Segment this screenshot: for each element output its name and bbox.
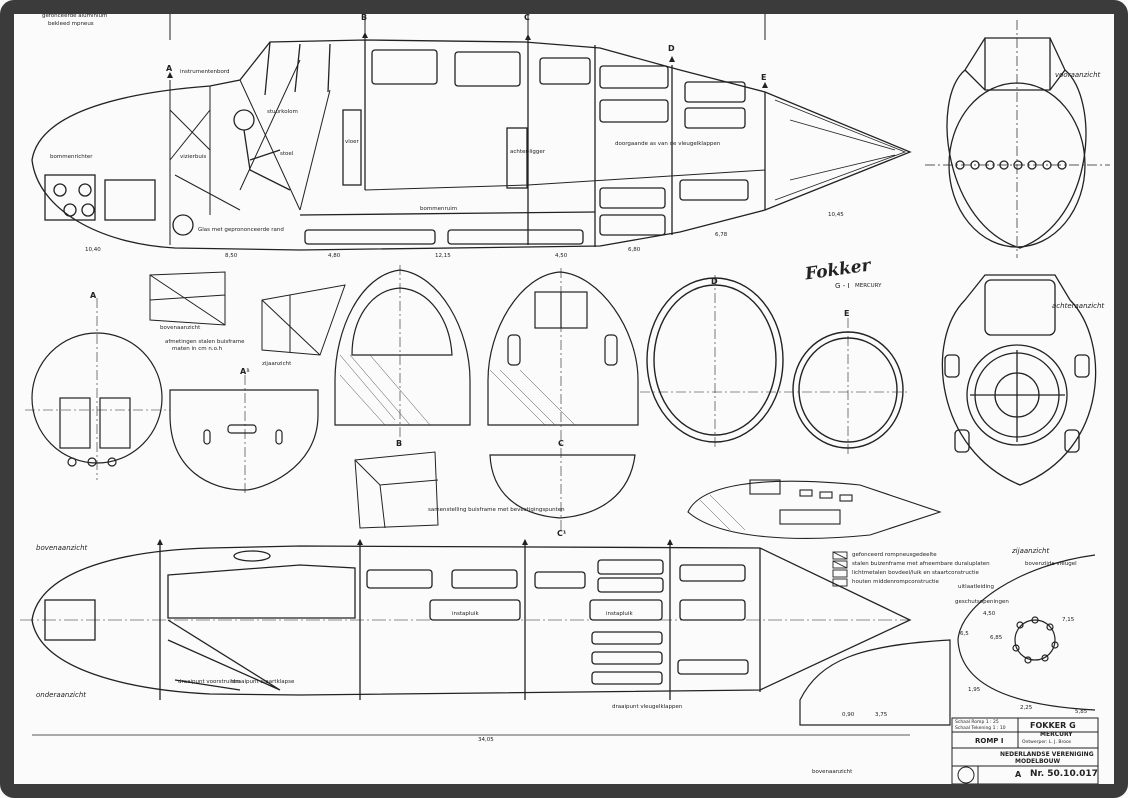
label-bovenaanzicht-small: bovenaanzicht <box>812 769 853 775</box>
dim-3: 4,80 <box>328 253 341 259</box>
label-achteraanzicht: achteraanzicht <box>1052 302 1105 310</box>
fokker-model: G - I <box>835 282 850 290</box>
note-bommenruim: bommenruim <box>420 206 458 212</box>
header-section-wood: houten semi monocoque constr <box>552 2 661 10</box>
dim-4: 12,15 <box>435 253 451 259</box>
station-a: A <box>166 64 173 73</box>
dim-6: 6,80 <box>628 247 641 253</box>
detail-dim-2: 4,50 <box>983 611 996 617</box>
section-a1-label: A¹ <box>240 367 250 376</box>
note-draaipunt-1: draaipunt voorstruiten <box>178 679 240 685</box>
station-b: B <box>361 13 368 22</box>
frame-c-section <box>487 268 639 530</box>
label-onderaanzicht: onderaanzicht <box>36 691 87 699</box>
note-glas: Glas met geprononceerde rand <box>198 227 284 233</box>
fokker-engine: MERCURY <box>855 283 882 289</box>
note-vloer: vloer <box>345 139 359 145</box>
plan-view-fuselage <box>20 540 912 736</box>
title-modelbouw: MODELBOUW <box>1015 758 1061 765</box>
frame-a1-section <box>169 375 319 495</box>
dim-5: 4,50 <box>555 253 568 259</box>
section-c-label: C <box>558 439 564 448</box>
title-schaal-2: Schaal Tekening 1 : 10 <box>955 726 1006 731</box>
detail-dim-3: 1,95 <box>968 687 981 693</box>
note-draaipunt-2: draaipunt staartklapse <box>232 679 295 685</box>
legend-item-1: gefonceerd rompneusgedeelte <box>852 552 937 558</box>
dim-7: 6,78 <box>715 232 728 238</box>
legend-boxes <box>832 551 848 587</box>
small-3d-sketch <box>687 479 942 539</box>
dim-8: 10,45 <box>828 212 844 218</box>
station-markers <box>157 32 768 545</box>
note-afmetingen: afmetingen stalen buisframe <box>165 339 245 345</box>
label-zijaanzicht-small: zijaanzicht <box>262 361 292 367</box>
detail-dim-1: 6,5 <box>960 631 969 637</box>
header-section-steel: gelaste stalen buis constructie <box>215 2 321 10</box>
label-bovenaanzicht: bovenaanzicht <box>36 544 88 552</box>
header-material-label-2: bekleed mpneus <box>48 21 94 27</box>
note-bommenrichter: bommenrichter <box>50 154 93 160</box>
detail-dim-9: 3,75 <box>875 712 888 718</box>
length-dimension: 34,05 <box>478 737 494 743</box>
legend-item-2: stalen buizenframe met afneembare duralu… <box>852 561 990 567</box>
hatching <box>339 354 746 531</box>
note-instapluik: instapluik <box>452 611 479 617</box>
note-vizierbuis: vizierbuis <box>180 154 207 160</box>
frame-a-section <box>25 298 170 480</box>
note-doorgaande: doorgaande as van de vleugelklappen <box>615 141 721 147</box>
title-schaal-1: Schaal Romp 1 : 25 <box>955 720 999 725</box>
tube-frame-sketches <box>149 271 439 529</box>
dim-1: 10,40 <box>85 247 101 253</box>
title-part-name: ROMP I <box>975 737 1004 745</box>
note-draaipunt-3: draaipunt vleugelklappen <box>612 704 683 710</box>
note-samenstelling: samenstelling buisframe met bevestigings… <box>428 507 565 513</box>
section-d-label: D <box>711 277 718 286</box>
station-c: C <box>524 13 530 22</box>
nose-detail <box>799 554 1096 726</box>
title-aircraft: FOKKER G <box>1030 721 1076 730</box>
note-bovenaanzicht-frame: bovenaanzicht <box>160 325 201 331</box>
station-e: E <box>761 73 767 82</box>
title-org: NEDERLANDSE VERENIGING <box>1000 751 1094 758</box>
note-uitlaat: uitlaatleiding <box>958 584 995 590</box>
detail-dim-5: 6,85 <box>990 635 1003 641</box>
station-d: D <box>668 44 675 53</box>
note-ligger: achter-ligger <box>510 149 545 155</box>
header-section-light: lichtmetalen constructie <box>795 2 879 10</box>
title-ontwerper: Ontwerper: L. J. Broos <box>1022 740 1072 745</box>
note-instrumentenbord: instrumentenbord <box>180 69 230 75</box>
frame-d-e-sections <box>640 275 910 455</box>
note-stuurkolom: stuurkolom <box>267 109 298 115</box>
frame-b-section <box>334 265 471 440</box>
detail-dim-6: 7,15 <box>1062 617 1075 623</box>
label-vooraanzicht: vooraanzicht <box>1055 71 1101 79</box>
legend-item-4: houten middenrompconstructie <box>852 579 939 585</box>
note-instapluik-2: instapluik <box>606 611 633 617</box>
detail-dim-4: 2,25 <box>1020 705 1033 711</box>
title-block-lines <box>951 717 1099 785</box>
dim-2: 8,50 <box>225 253 238 259</box>
section-b-label: B <box>396 439 403 448</box>
header-material-label: gefonceerde aluminium <box>42 13 108 19</box>
rear-view <box>941 274 1097 486</box>
front-view <box>925 20 1110 258</box>
note-geschut: geschutsopeningen <box>955 599 1009 605</box>
title-sheet: A <box>1015 770 1022 779</box>
detail-dim-8: 0,90 <box>842 712 855 718</box>
section-a-label: A <box>90 291 97 300</box>
section-c1-label: C¹ <box>557 529 567 538</box>
note-bovenzijde: bovenzijde vleugel <box>1025 561 1077 567</box>
note-afmetingen-2: maten in cm n.o.h <box>172 346 223 352</box>
title-engine: MERCURY <box>1040 731 1073 738</box>
note-stoel: stoel <box>280 151 294 157</box>
section-e-label: E <box>844 309 850 318</box>
label-zijaanzicht: zijaanzicht <box>1012 547 1050 555</box>
detail-dim-7: 5,85 <box>1075 709 1088 715</box>
title-number: Nr. 50.10.017 <box>1030 769 1098 779</box>
side-view-fuselage <box>31 39 912 251</box>
legend-item-3: lichtmetalen bovdeel/luik en staartconst… <box>852 570 979 576</box>
